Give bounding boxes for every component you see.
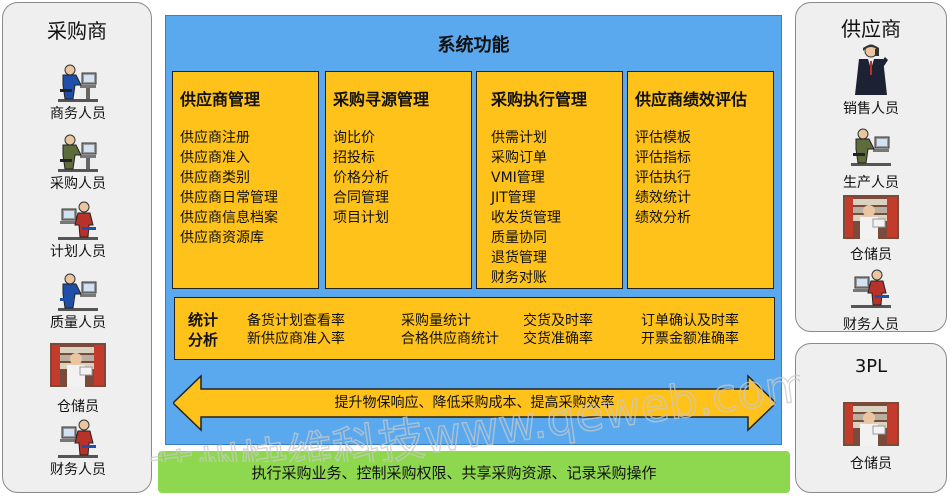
module-item: 采购订单	[491, 150, 547, 166]
module-item: 招投标	[333, 150, 375, 166]
module-item: 询比价	[333, 130, 375, 146]
computer-user-icon	[849, 125, 893, 169]
module-item: 合同管理	[333, 190, 389, 206]
module-title: 供应商绩效评估	[635, 90, 748, 109]
purchase-operations-text: 执行采购业务、控制采购权限、共享采购资源、记录采购操作	[251, 464, 657, 482]
person-label: 仓储员	[57, 399, 99, 415]
stat-item: 新供应商准入率	[247, 331, 345, 347]
buyer-panel-title: 采购商	[47, 19, 107, 43]
system-functions-title: 系统功能	[437, 35, 510, 56]
person-label: 仓储员	[850, 247, 892, 263]
module-item: 供应商资源库	[180, 230, 264, 246]
buyer-panel: 采购商 商务人员 采购人员 计划人员 质量人员 仓储员 财务人员	[2, 2, 152, 493]
module-item: 供应商信息档案	[180, 210, 278, 226]
module-item: 价格分析	[333, 170, 389, 186]
warehouse-worker-photo	[843, 402, 899, 446]
statistics-analysis-box: 统计 分析 备货计划查看率 新供应商准入率 采购量统计 合格供应商统计 交货及时…	[174, 297, 775, 360]
module-item: 评估指标	[635, 150, 691, 166]
person-planning-staff: 计划人员	[3, 199, 153, 260]
person-label: 财务人员	[50, 462, 106, 478]
statistics-title-line: 分析	[188, 331, 219, 349]
module-item: 供需计划	[491, 130, 547, 146]
person-business-staff: 商务人员	[3, 61, 153, 122]
stat-item: 采购量统计	[401, 313, 471, 329]
person-finance-staff: 财务人员	[796, 267, 946, 333]
module-title: 供应商管理	[180, 90, 261, 109]
warehouse-worker-photo	[843, 195, 899, 239]
person-warehouse-staff: 仓储员	[3, 343, 153, 415]
module-performance-evaluation: 供应商绩效评估 评估模板 评估指标 评估执行 绩效统计 绩效分析	[627, 71, 774, 289]
module-item: 供应商日常管理	[180, 190, 278, 206]
computer-user-icon	[56, 417, 100, 461]
stat-item: 交货及时率	[523, 313, 593, 329]
computer-user-icon	[56, 199, 100, 243]
stat-item: 交货准确率	[523, 331, 593, 347]
module-item: 供应商准入	[180, 150, 250, 166]
module-item: 供应商类别	[180, 170, 250, 186]
computer-user-icon	[56, 131, 100, 175]
module-item: 退货管理	[491, 250, 547, 266]
phone-businessman-icon	[849, 43, 893, 95]
goal-text: 提升物保响应、降低采购成本、提高采购效率	[334, 395, 615, 411]
third-party-logistics-title: 3PL	[854, 356, 888, 377]
module-item: 质量协同	[491, 230, 547, 246]
computer-user-icon	[56, 61, 100, 105]
module-item: 财务对账	[491, 270, 547, 286]
module-item: 收发货管理	[491, 210, 561, 226]
person-label: 商务人员	[50, 106, 106, 122]
module-supplier-management: 供应商管理 供应商注册 供应商准入 供应商类别 供应商日常管理 供应商信息档案 …	[172, 71, 319, 289]
purchase-operations-bar: 执行采购业务、控制采购权限、共享采购资源、记录采购操作	[158, 451, 790, 493]
module-item: 供应商注册	[180, 130, 250, 146]
module-title: 采购寻源管理	[333, 90, 430, 109]
stat-item: 开票金额准确率	[641, 331, 739, 347]
module-item: 绩效分析	[635, 210, 691, 226]
module-item: 项目计划	[333, 210, 389, 226]
person-label: 销售人员	[843, 101, 899, 117]
person-sales-staff: 销售人员	[796, 43, 946, 117]
person-label: 采购人员	[50, 176, 106, 192]
third-party-logistics-panel: 3PL 仓储员	[795, 343, 947, 493]
stat-item: 订单确认及时率	[641, 313, 739, 329]
goal-double-arrow	[173, 374, 776, 432]
module-item: 评估模板	[635, 130, 691, 146]
warehouse-worker-photo	[50, 343, 106, 387]
module-item: VMI管理	[491, 170, 545, 186]
person-label: 质量人员	[50, 315, 106, 331]
person-warehouse-staff: 仓储员	[796, 195, 946, 263]
computer-user-icon	[56, 270, 100, 314]
person-finance-staff: 财务人员	[3, 417, 153, 478]
statistics-title: 统计 分析	[188, 310, 228, 350]
person-label: 仓储员	[850, 456, 892, 472]
module-title: 采购执行管理	[491, 90, 588, 109]
person-label: 计划人员	[50, 244, 106, 260]
statistics-title-line: 统计	[188, 311, 219, 329]
system-functions-panel: 系统功能 供应商管理 供应商注册 供应商准入 供应商类别 供应商日常管理 供应商…	[165, 15, 782, 445]
person-purchasing-staff: 采购人员	[3, 131, 153, 192]
person-quality-staff: 质量人员	[3, 270, 153, 331]
module-item: JIT管理	[491, 190, 536, 206]
stat-item: 备货计划查看率	[247, 313, 345, 329]
supplier-panel-title: 供应商	[841, 17, 901, 41]
person-warehouse-staff: 仓储员	[796, 402, 946, 472]
module-item: 绩效统计	[635, 190, 691, 206]
module-execution-management: 采购执行管理 供需计划 采购订单 VMI管理 JIT管理 收发货管理 质量协同 …	[476, 71, 623, 289]
computer-user-icon	[849, 267, 893, 311]
person-label: 财务人员	[843, 317, 899, 333]
supplier-panel: 供应商 销售人员 生产人员 仓储员 财务人员	[795, 2, 947, 333]
stat-item: 合格供应商统计	[401, 331, 499, 347]
person-production-staff: 生产人员	[796, 125, 946, 191]
module-sourcing-management: 采购寻源管理 询比价 招投标 价格分析 合同管理 项目计划	[325, 71, 472, 289]
person-label: 生产人员	[843, 175, 899, 191]
module-item: 评估执行	[635, 170, 691, 186]
